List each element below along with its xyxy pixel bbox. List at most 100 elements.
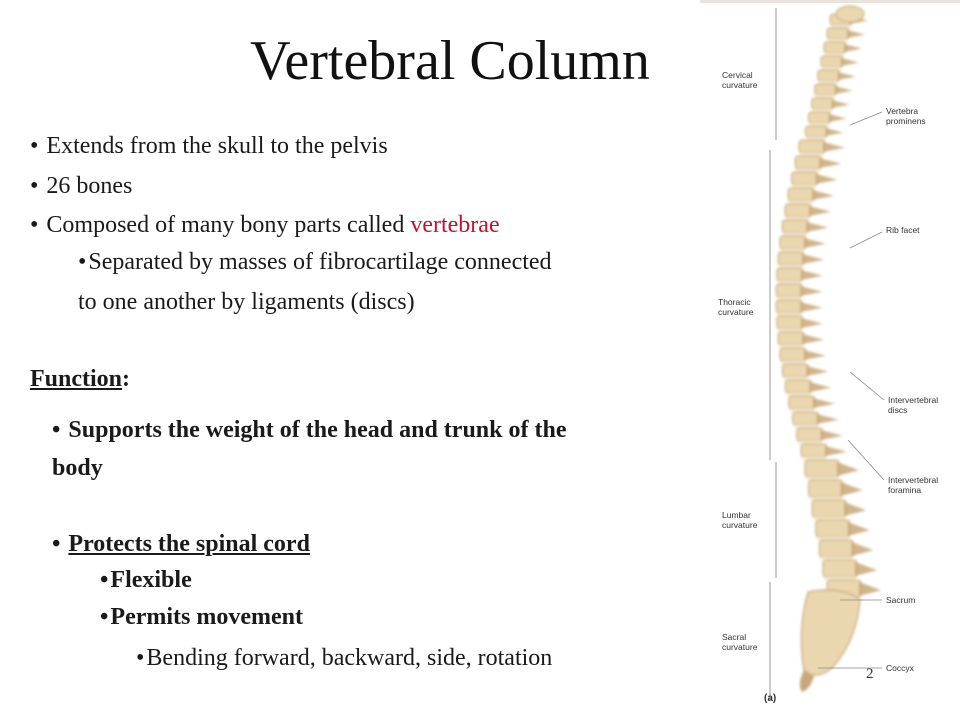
sub-bullet-flexible: Flexible <box>100 565 191 595</box>
label-vertebra-prominens: Vertebra prominens <box>886 106 926 126</box>
intervertebral-disc <box>806 477 838 480</box>
sub-bullet-separated-cont: to one another by ligaments (discs) <box>78 289 415 315</box>
function-heading: Function: <box>30 366 131 392</box>
spinous-process <box>815 174 838 184</box>
vertebra-body <box>815 519 851 538</box>
intervertebral-disc <box>809 497 842 500</box>
spinous-process <box>806 366 829 376</box>
intervertebral-disc <box>789 409 814 412</box>
label-intervertebral-foramina: Intervertebral foramina <box>888 475 939 495</box>
label-cervical-curvature: Cervical curvature <box>722 70 758 90</box>
intervertebral-disc <box>777 313 802 316</box>
vertebra-body <box>792 411 820 426</box>
spinous-process <box>859 582 881 596</box>
spinous-process <box>847 30 866 38</box>
intervertebral-disc <box>824 577 856 580</box>
spinous-process <box>803 350 826 360</box>
vertebra-body <box>808 111 832 124</box>
vertebra-body <box>779 235 807 250</box>
bullet-supports-cont: body <box>52 455 103 481</box>
spinous-process <box>855 562 877 576</box>
vertebra-body <box>775 299 803 314</box>
spinous-process <box>834 86 853 94</box>
vertebra-body <box>811 97 835 110</box>
spinous-process <box>808 206 831 216</box>
bullet-composed: Composed of many bony parts called verte… <box>30 210 500 240</box>
vertebra-body <box>777 251 805 266</box>
vertebra-body <box>826 27 850 40</box>
intervertebral-disc <box>779 345 804 348</box>
bullet-supports: Supports the weight of the head and trun… <box>52 415 566 445</box>
intervertebral-disc <box>806 137 827 140</box>
intervertebral-disc <box>824 53 845 56</box>
vertebra-body <box>775 283 803 298</box>
vertebra-body <box>822 559 858 578</box>
intervertebral-disc <box>792 185 817 188</box>
intervertebral-disc <box>786 393 811 396</box>
page-number: 2 <box>866 666 874 682</box>
bullet-protects: Protects the spinal cord <box>52 529 310 559</box>
intervertebral-disc <box>779 265 804 268</box>
sacrum <box>800 589 861 676</box>
vertebra-body <box>817 69 841 82</box>
intervertebral-disc <box>815 95 836 98</box>
spinous-process <box>837 462 859 476</box>
spinous-process <box>847 522 870 536</box>
vertebra-body <box>794 155 822 170</box>
label-sacrum: Sacrum <box>886 595 916 605</box>
label-intervertebral-discs: Intervertebral discs <box>888 395 939 415</box>
atlas <box>835 5 865 23</box>
intervertebral-disc <box>821 67 842 70</box>
intervertebral-disc <box>831 25 852 28</box>
highlight-vertebrae: vertebrae <box>410 212 500 238</box>
spinous-process <box>840 58 859 66</box>
spinous-process <box>816 414 839 424</box>
intervertebral-disc <box>777 281 802 284</box>
vertebra-body <box>811 499 847 518</box>
vertebra-body <box>818 539 854 558</box>
intervertebral-disc <box>777 297 802 300</box>
spinous-process <box>831 100 850 108</box>
vertebra-body <box>800 443 828 458</box>
label-thoracic-curvature: Thoracic curvature <box>718 297 754 317</box>
spinous-process <box>812 190 835 200</box>
label-coccyx: Coccyx <box>886 663 914 673</box>
spine-drawing <box>700 0 960 700</box>
vertebra-body <box>779 347 807 362</box>
intervertebral-disc <box>793 425 818 428</box>
spinous-process <box>825 128 844 136</box>
bullet-26-bones: 26 bones <box>30 171 132 201</box>
intervertebral-disc <box>816 537 849 540</box>
vertebra-body <box>777 331 805 346</box>
spinous-process <box>840 482 863 496</box>
vertebra-body <box>787 187 815 202</box>
sub-sub-bullet-bending: Bending forward, backward, side, rotatio… <box>136 643 552 673</box>
spinous-process <box>800 318 823 328</box>
vertebra-body <box>781 219 809 234</box>
spinous-process <box>851 542 874 556</box>
vertebra-body <box>814 83 838 96</box>
vertebra-body <box>796 427 824 442</box>
spinous-process <box>806 222 829 232</box>
vertebra-body <box>798 139 826 154</box>
vertebra-body <box>776 315 804 330</box>
spinous-process <box>800 286 823 296</box>
spinous-process <box>837 72 856 80</box>
spine-illustration: Cervical curvature Vertebra prominens Ri… <box>700 0 960 720</box>
spinous-process <box>802 254 825 264</box>
spinous-process <box>823 142 845 152</box>
intervertebral-disc <box>828 39 849 42</box>
label-panel-a: (a) <box>764 693 777 704</box>
vertebra-body <box>776 267 804 282</box>
coccyx <box>799 670 814 692</box>
vertebra-body <box>781 363 809 378</box>
vertebra-body <box>820 55 844 68</box>
intervertebral-disc <box>796 169 821 172</box>
intervertebral-disc <box>783 377 808 380</box>
spinous-process <box>843 44 862 52</box>
intervertebral-disc <box>777 329 802 332</box>
vertebra-body <box>808 479 844 498</box>
spinous-process <box>828 114 847 122</box>
intervertebral-disc <box>780 361 805 364</box>
vertebra-body <box>788 395 816 410</box>
